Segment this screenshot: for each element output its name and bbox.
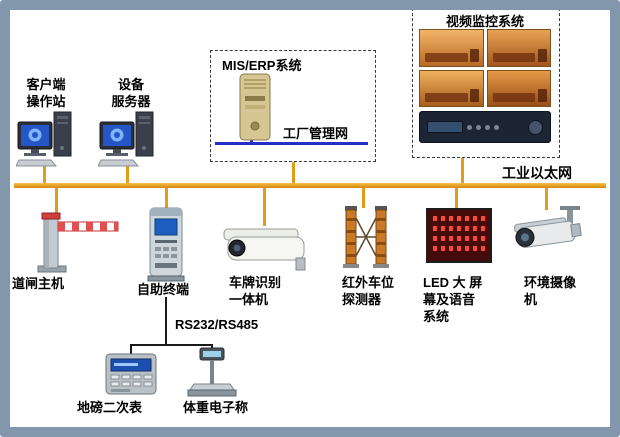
connector-bus-to-envcam [545, 188, 548, 210]
connector-video-to-bus [461, 156, 464, 185]
truck-cab [470, 89, 480, 102]
dvr-button [494, 124, 499, 130]
led-dot-row [433, 216, 485, 221]
lpr-camera-label: 车牌识别 一体机 [229, 275, 282, 307]
serial-protocol-label: RS232/RS485 [175, 317, 259, 332]
connector-server-to-bus [126, 166, 129, 185]
camera-feed-4 [486, 69, 551, 107]
connector-bus-to-infrared [362, 188, 365, 208]
led-dot-row [433, 246, 485, 251]
dvr-recorder-icon [419, 111, 551, 143]
dvr-button [476, 124, 481, 130]
camera-feed-grid [419, 29, 551, 107]
led-screen-label: LED 大 屏 幕及语音 系统 [423, 275, 483, 324]
factory-net-label: 工厂管理网 [283, 126, 349, 141]
environment-camera-label: 环境摄像 机 [524, 275, 577, 307]
dvr-button [485, 124, 490, 130]
connector-client-to-bus [43, 166, 46, 185]
device-server-icon [97, 110, 156, 168]
truck-cab [470, 48, 480, 62]
electronic-scale-icon [186, 346, 238, 398]
connector-mis-to-bus [292, 160, 295, 185]
electronic-scale-label: 体重电子称 [183, 400, 249, 415]
truck-silhouette [492, 52, 535, 62]
video-system-title: 视频监控系统 [445, 14, 524, 29]
connector-bus-to-barrier [55, 188, 58, 214]
connector-bus-to-led [455, 188, 458, 210]
factory-net-line [215, 142, 368, 145]
self-service-kiosk-icon [146, 206, 186, 282]
truck-silhouette [425, 52, 468, 62]
camera-feed-3 [419, 69, 484, 107]
camera-feed-2 [486, 29, 551, 67]
mis-server-tower-icon [238, 72, 272, 142]
self-service-kiosk-label: 自助终端 [137, 282, 190, 297]
led-dot-row [433, 226, 485, 231]
weighbridge-meter-label: 地磅二次表 [77, 400, 143, 415]
ethernet-bus-label: 工业以太网 [502, 165, 572, 181]
client-computer-icon [15, 110, 74, 168]
dvr-display [427, 121, 463, 133]
client-station-label: 客户端 操作站 [26, 77, 66, 109]
infrared-detector-label: 红外车位 探测器 [342, 275, 395, 307]
infrared-detector-icon [342, 206, 390, 270]
dvr-knob [528, 119, 543, 135]
mis-erp-title: MIS/ERP系统 [222, 58, 302, 73]
led-screen-icon [426, 208, 492, 263]
camera-feed-1 [419, 29, 484, 67]
connector-bus-to-lpr [263, 188, 266, 226]
truck-cab [537, 48, 547, 62]
serial-drop-weighbridge [130, 344, 132, 354]
device-server-label: 设备 服务器 [111, 77, 151, 109]
barrier-gate-label: 道闸主机 [12, 276, 65, 291]
led-dot-row [433, 236, 485, 241]
ethernet-bus [14, 183, 606, 188]
connector-bus-to-kiosk [165, 188, 168, 208]
truck-cab [537, 89, 547, 102]
truck-silhouette [425, 93, 468, 102]
truck-silhouette [492, 93, 535, 102]
dvr-button [467, 124, 472, 130]
weighbridge-meter-icon [104, 352, 158, 397]
environment-camera-icon [510, 206, 588, 268]
lpr-camera-icon [220, 226, 312, 272]
serial-line-vertical [165, 297, 167, 345]
serial-line-horizontal [130, 344, 213, 346]
barrier-gate-icon [34, 212, 122, 274]
